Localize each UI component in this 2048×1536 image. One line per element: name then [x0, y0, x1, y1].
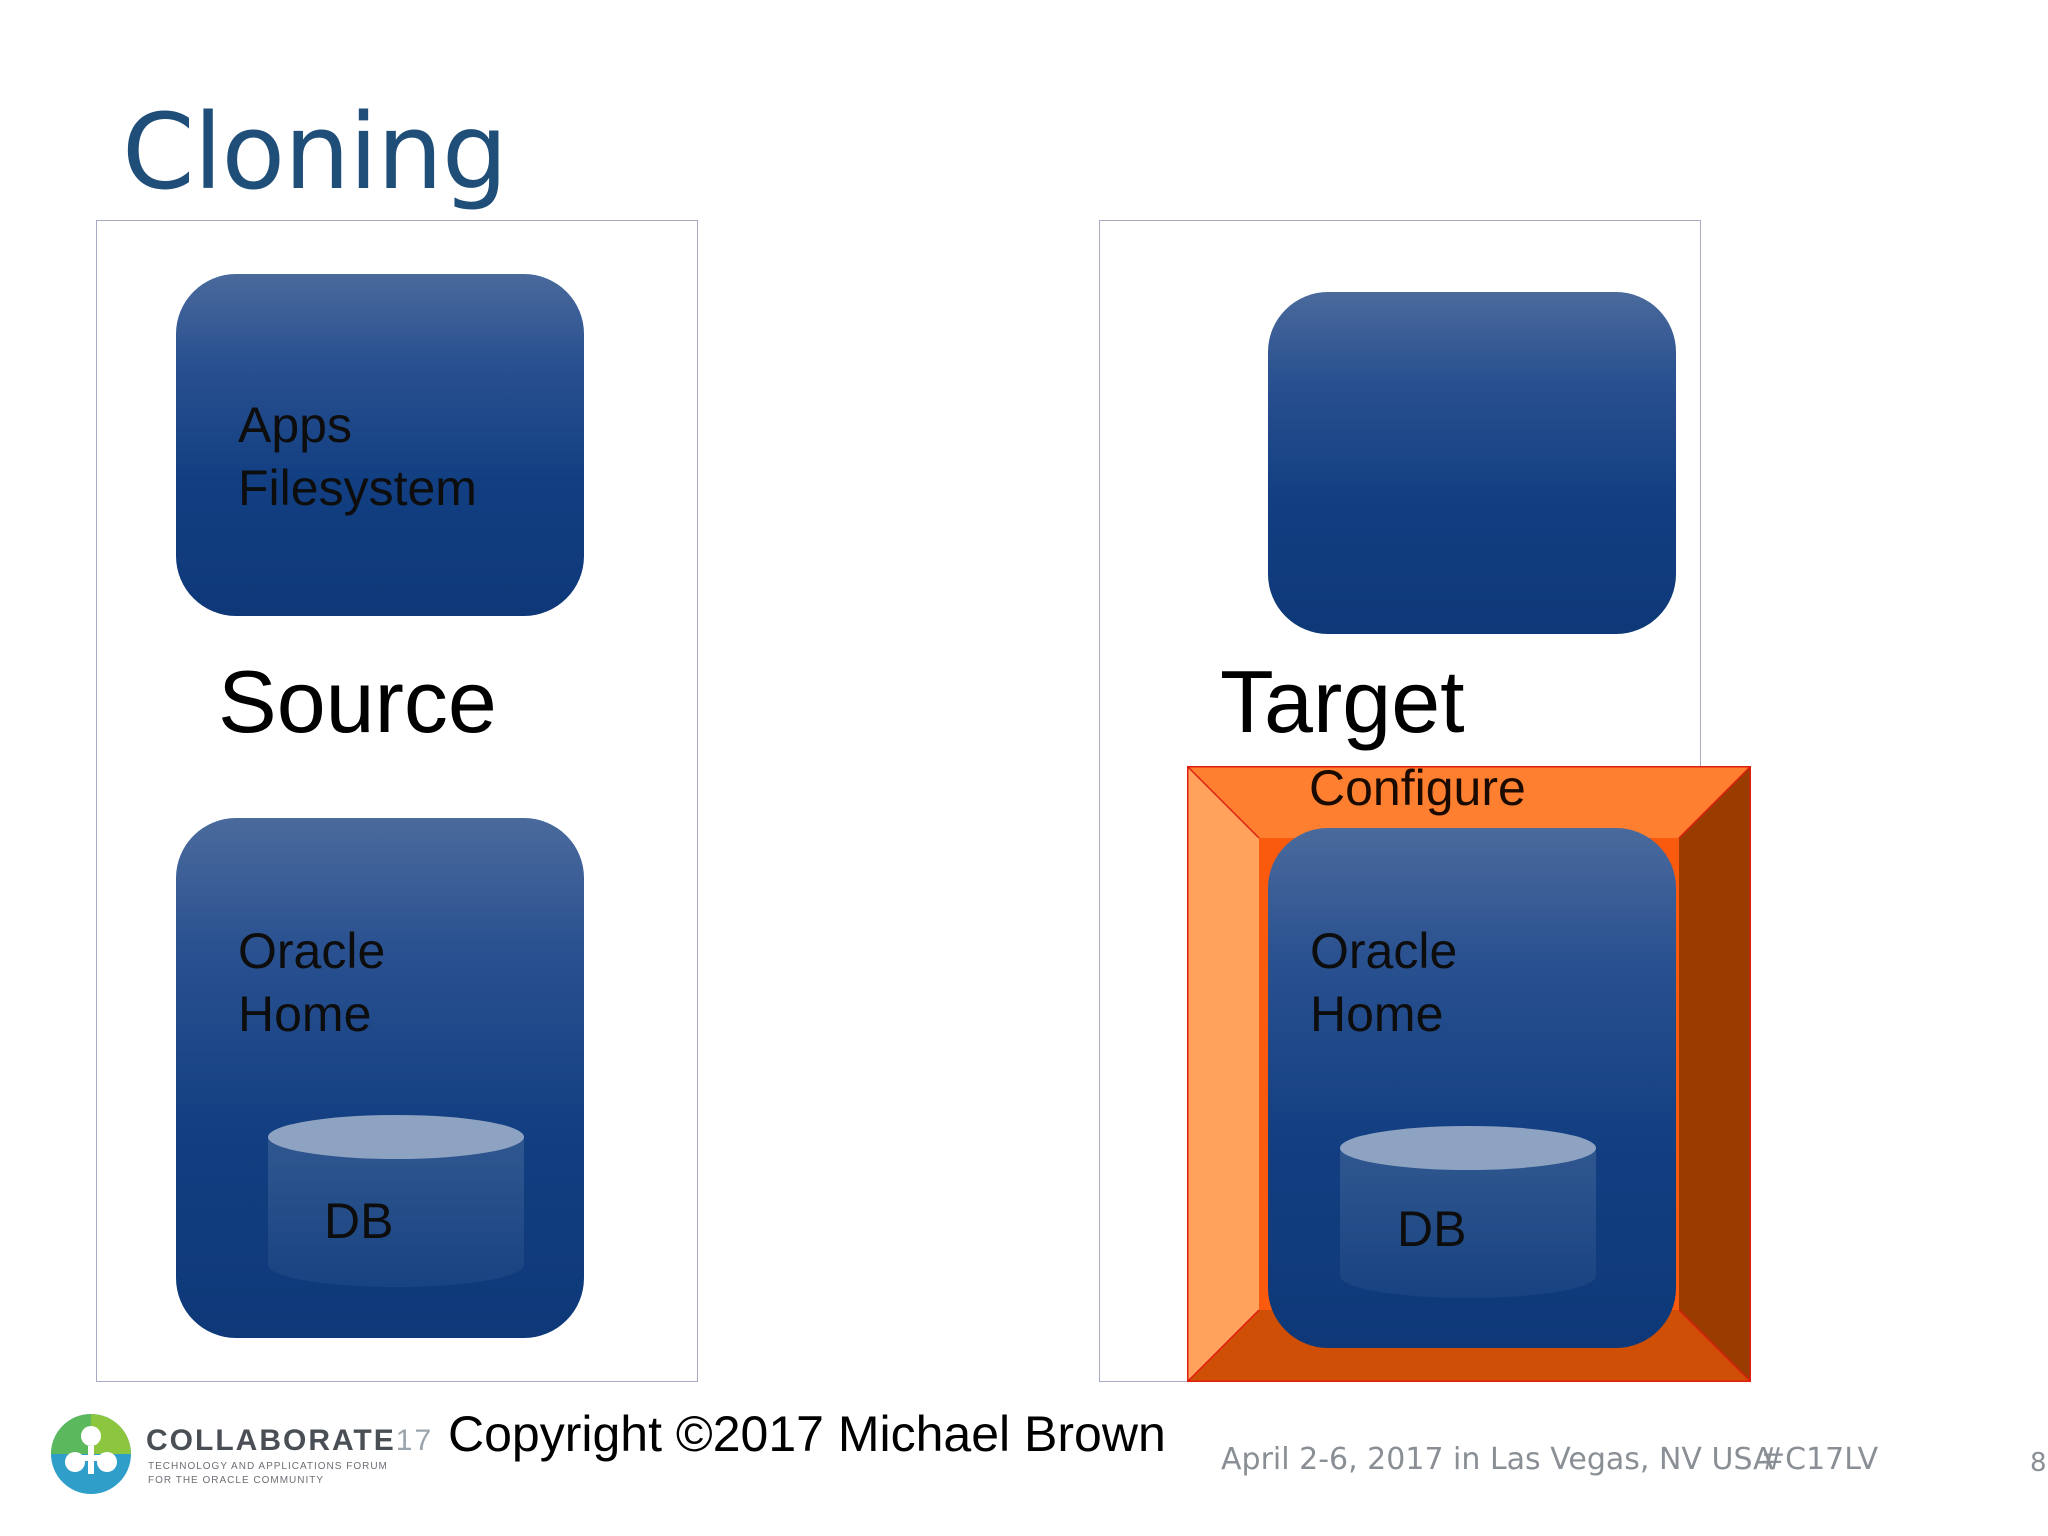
target-db-label: DB	[1397, 1201, 1467, 1257]
slide-title: Cloning	[122, 91, 508, 213]
target-oracle-label: Oracle Home	[1310, 923, 1458, 1042]
source-oracle-label: Oracle Home	[238, 923, 386, 1042]
logo-word: COLLABORATE	[146, 1424, 396, 1457]
copyright-text: Copyright ©2017 Michael Brown	[448, 1406, 1166, 1462]
source-db-label: DB	[324, 1193, 394, 1249]
target-label: Target	[1220, 652, 1465, 751]
event-hashtag: #C17LV	[1760, 1442, 1879, 1477]
configure-label: Configure	[1309, 760, 1526, 816]
logo-tagline: Technology and Applications Forum for th…	[148, 1461, 388, 1486]
logo-wordmark: COLLABORATE17	[146, 1424, 433, 1458]
source-label: Source	[218, 652, 497, 751]
source-db-cylinder-icon	[268, 1115, 524, 1287]
event-info: April 2-6, 2017 in Las Vegas, NV USA	[1221, 1442, 1774, 1477]
logo-number: 17	[395, 1424, 434, 1457]
source-apps-box: Apps Filesystem	[176, 274, 584, 616]
collaborate-logo-icon	[51, 1414, 131, 1494]
source-apps-label: Apps Filesystem	[238, 397, 477, 516]
target-apps-box	[1268, 292, 1676, 634]
page-number: 8	[2030, 1448, 2047, 1478]
target-db-cylinder-icon	[1340, 1126, 1596, 1298]
